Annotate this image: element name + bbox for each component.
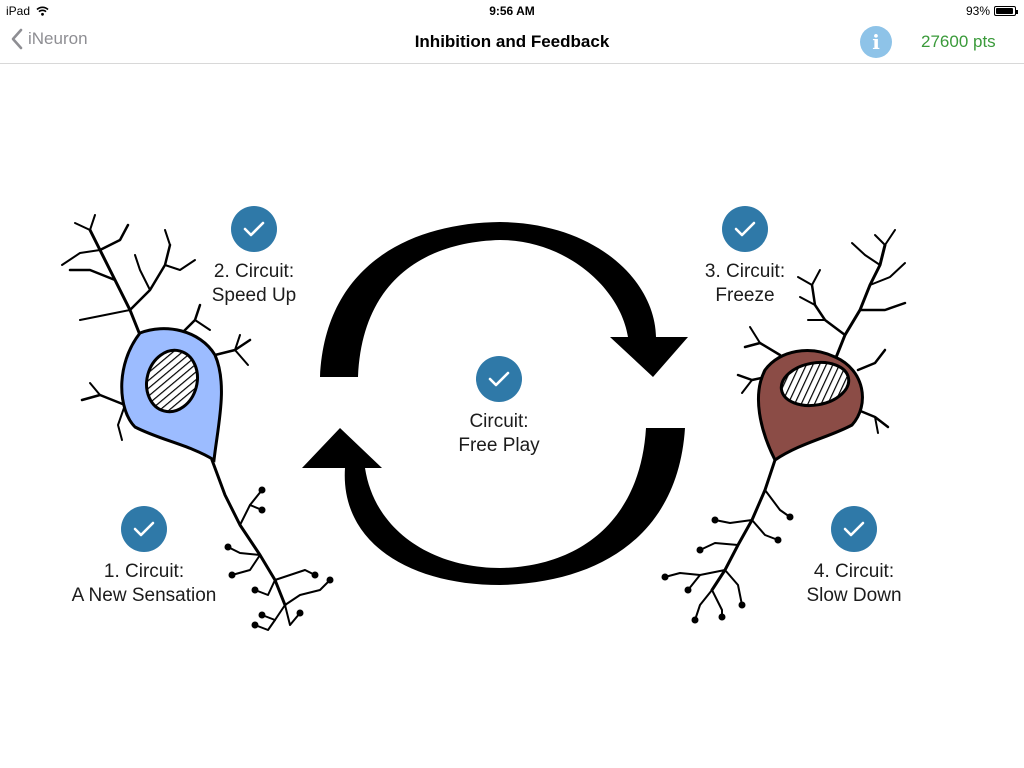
circuit-4-slow-down[interactable]: 4. Circuit: Slow Down [779, 506, 929, 608]
circuit-label: 2. Circuit: Speed Up [179, 260, 329, 308]
battery-icon [994, 6, 1018, 16]
circuit-subtitle: Freeze [715, 285, 775, 306]
cycle-arrows [302, 222, 688, 585]
completed-check-icon [121, 506, 167, 552]
completed-check-icon [476, 356, 522, 402]
circuit-title: 3. Circuit: [704, 261, 786, 282]
circuit-2-speed-up[interactable]: 2. Circuit: Speed Up [179, 206, 329, 308]
circuit-title: 4. Circuit: [813, 561, 895, 582]
battery-percent: 93% [965, 4, 990, 18]
neuron-right-terminals [661, 513, 794, 624]
neuron-right-nucleus [779, 360, 851, 408]
battery-tip [1016, 10, 1018, 14]
circuit-title: 2. Circuit: [213, 261, 295, 282]
circuit-subtitle: Free Play [458, 435, 540, 456]
bottom-cycle-arrow [302, 428, 685, 585]
circuit-label: 3. Circuit: Freeze [670, 260, 820, 308]
info-icon: i [872, 30, 880, 54]
completed-check-icon [231, 206, 277, 252]
navigation-bar: iNeuron Inhibition and Feedback i 27600 … [0, 20, 1024, 64]
neuron-right-illustration [664, 229, 907, 621]
circuit-subtitle: A New Sensation [71, 585, 217, 606]
back-button[interactable]: iNeuron [10, 28, 88, 50]
circuit-title: Circuit: [469, 411, 529, 432]
circuit-label: 4. Circuit: Slow Down [779, 560, 929, 608]
chevron-left-icon [11, 28, 23, 50]
completed-check-icon [722, 206, 768, 252]
neuron-left-nucleus [145, 348, 199, 414]
clock: 9:56 AM [489, 4, 535, 18]
points-counter: 27600 pts [921, 32, 996, 51]
circuit-free-play[interactable]: Circuit: Free Play [424, 356, 574, 458]
diagram-canvas [61, 214, 907, 631]
circuit-title: 1. Circuit: [103, 561, 185, 582]
neuron-left-illustration [61, 214, 331, 631]
info-button[interactable]: i [860, 26, 892, 58]
back-label: iNeuron [28, 29, 88, 48]
circuit-subtitle: Speed Up [211, 285, 297, 306]
circuit-map: 1. Circuit: A New Sensation 2. Circuit: … [0, 65, 1024, 768]
wifi-icon [36, 6, 49, 16]
battery-fill [996, 8, 1013, 14]
top-cycle-arrow [320, 222, 688, 377]
circuit-3-freeze[interactable]: 3. Circuit: Freeze [670, 206, 820, 308]
circuit-label: 1. Circuit: A New Sensation [49, 560, 239, 608]
circuit-subtitle: Slow Down [806, 585, 902, 606]
status-bar: iPad 9:56 AM 93% [0, 0, 1024, 20]
status-right: 93% [965, 4, 1018, 18]
neuron-left-terminals [224, 486, 334, 629]
page-title: Inhibition and Feedback [414, 32, 610, 51]
circuit-1-a-new-sensation[interactable]: 1. Circuit: A New Sensation [49, 506, 239, 608]
status-left: iPad [6, 4, 49, 18]
completed-check-icon [831, 506, 877, 552]
circuit-label: Circuit: Free Play [424, 410, 574, 458]
device-name: iPad [6, 4, 31, 18]
